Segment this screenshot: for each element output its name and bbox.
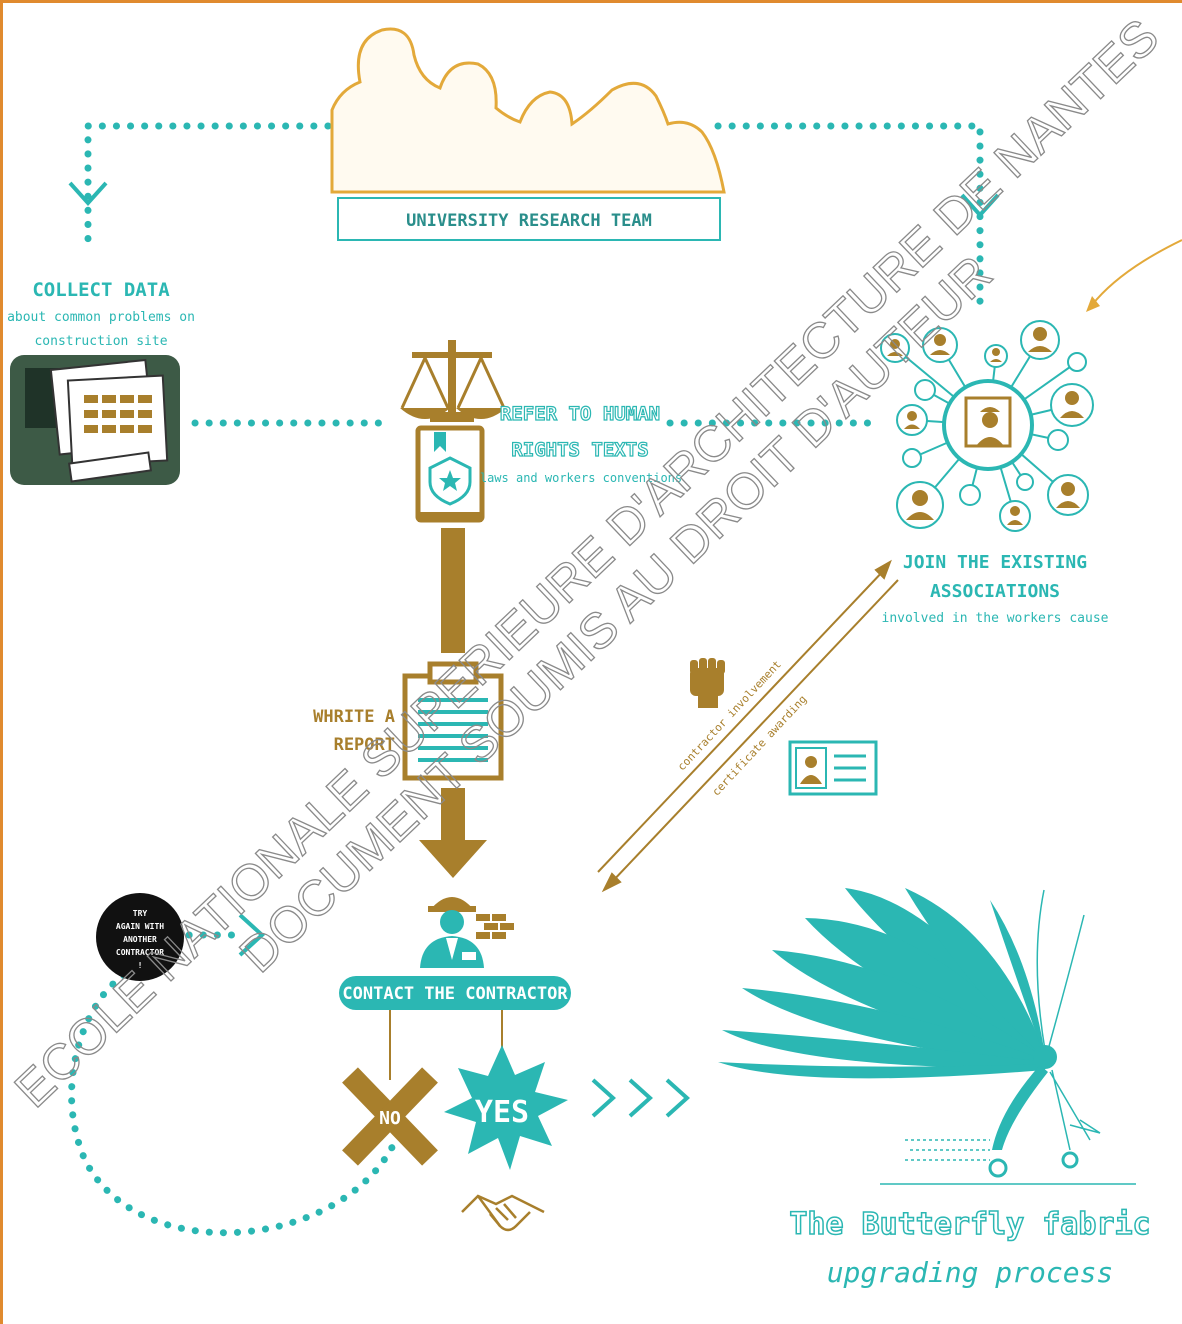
down-arrow [419,788,487,878]
join-sub: involved in the workers cause [882,611,1109,626]
collect-line1: about common problems on [7,310,195,325]
collect-line2: construction site [34,334,167,349]
connector-no-loop [68,968,402,1237]
no-label: NO [379,1108,401,1129]
chevron-right-icon [628,1078,653,1118]
clipboard-icon [402,661,504,781]
team-label: UNIVERSITY RESEARCH TEAM [406,211,652,231]
construction-photos [10,355,180,485]
bricks-icon [476,914,514,939]
team-label-box [337,197,721,241]
connector-team-to-associations [714,122,984,309]
flow-bar [441,528,465,653]
contact-pill [339,976,571,1010]
chevron-down-icon [68,181,108,206]
contact-label: CONTACT THE CONTRACTOR [342,984,568,1004]
retry-line-4: CONTRACTOR [116,948,164,957]
worker-icon [420,897,484,968]
dotted-connectors [68,122,984,1237]
report-line-1: WHRITE A [313,707,395,727]
chevrons [68,181,1000,1118]
people-silhouette-icon [330,27,726,194]
collect-title: COLLECT DATA [32,279,170,301]
butterfly-icon [718,888,1136,1185]
refer-title-2: RIGHTS TEXTS [511,439,648,461]
chevron-right-icon [591,1078,616,1118]
certificate-icon [788,740,878,796]
retry-line-2: AGAIN WITH [116,922,164,931]
connector-team-to-collect [84,122,332,249]
butterfly-title: The Butterfly fabric [789,1207,1150,1242]
butterfly-subtitle: upgrading process [827,1256,1114,1289]
retry-badge [96,893,184,981]
yes-label: YES [475,1095,529,1130]
chevron-right-icon [665,1078,690,1118]
exchange-arrows [597,559,899,893]
law-book-icon [415,425,485,523]
retry-line-3: ANOTHER [123,935,157,944]
no-cross-icon [342,1067,438,1166]
yes-starburst-icon [444,1045,568,1170]
chevron-right-icon [238,913,265,957]
member-avatars [887,327,1084,525]
incoming-arrow [1091,239,1182,306]
retry-line-5: ! [138,961,143,970]
scales-icon [400,340,506,422]
join-title-1: JOIN THE EXISTING [903,552,1087,573]
refer-sub: laws and workers conventions [480,471,682,485]
chevron-down-icon [960,193,1000,218]
handshake-icon [461,1194,545,1232]
join-title-2: ASSOCIATIONS [930,581,1060,602]
report-line-2: REPORT [334,735,395,755]
retry-line-1: TRY [133,909,148,918]
fist-icon [690,658,725,708]
refer-title-1: REFER TO HUMAN [500,403,660,425]
